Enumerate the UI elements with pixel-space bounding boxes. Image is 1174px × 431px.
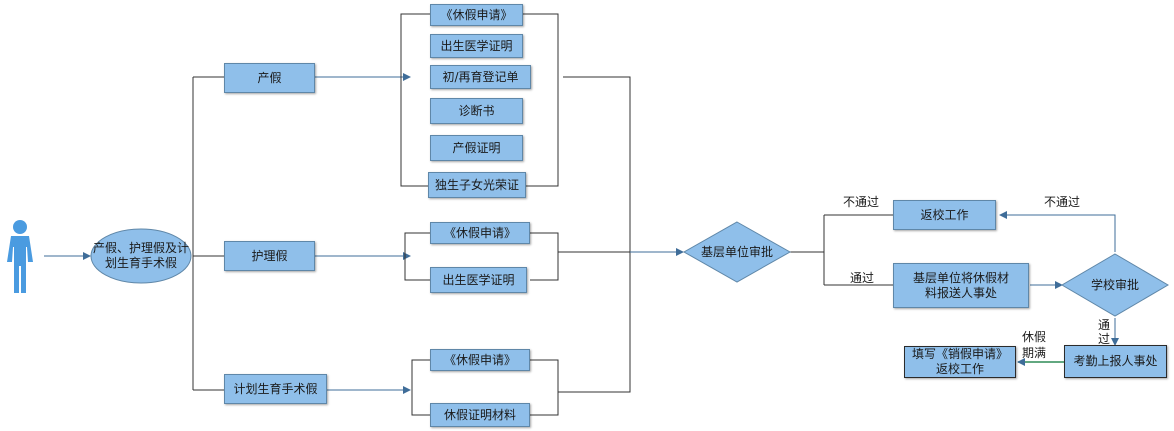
nl-doc-birth-certificate: 出生医学证明 [430,267,527,293]
school-review-diamond [1061,253,1169,317]
school-review-node: 学校审批 [1090,277,1139,292]
edge-docs-merge [558,76,631,393]
ml-doc-birth-registration: 初/再育登记单 [430,65,531,89]
attendance-report-box: 考勤上报人事处 [1064,345,1167,378]
ml-doc-maternity-proof: 产假证明 [430,135,523,161]
grassroots-fail-label: 不通过 [843,195,880,209]
start-ellipse-shape [90,228,192,284]
return-to-work-box: 返校工作 [893,200,996,230]
school-fail-label: 不通过 [1044,195,1081,209]
edge-review-split [790,214,893,286]
edge-school-fail [999,211,1116,252]
person-icon [7,220,33,293]
ml-doc-diagnosis: 诊断书 [430,98,523,124]
ml-doc-application: 《休假申请》 [430,4,523,26]
start-node: 产假、护理假及计划生育手术假 [92,241,189,270]
submit-to-hr-box: 基层单位将休假材料报送人事处 [893,263,1029,308]
leave-expired-label: 休假期满 [1022,330,1047,360]
grassroots-review-node: 基层单位审批 [700,244,773,259]
family-planning-leave-box: 计划生育手术假 [224,374,327,404]
docs-brackets-left [400,13,430,416]
grassroots-pass-label: 通过 [850,271,875,285]
fill-cancel-form-box: 填写《销假申请》返校工作 [904,346,1016,378]
school-pass-label: 通过 [1098,318,1111,346]
grassroots-review-diamond [682,221,792,283]
ml-doc-one-child-certificate: 独生子女光荣证 [428,172,526,198]
edge-start-branches [192,76,224,391]
docs-brackets-right [523,13,559,416]
ml-doc-birth-certificate: 出生医学证明 [430,34,523,58]
nursing-leave-box: 护理假 [224,241,315,271]
fp-doc-leave-proof: 休假证明材料 [430,403,530,427]
fp-doc-application: 《休假申请》 [430,349,530,371]
maternity-leave-box: 产假 [224,63,315,93]
nl-doc-application: 《休假申请》 [430,222,530,244]
